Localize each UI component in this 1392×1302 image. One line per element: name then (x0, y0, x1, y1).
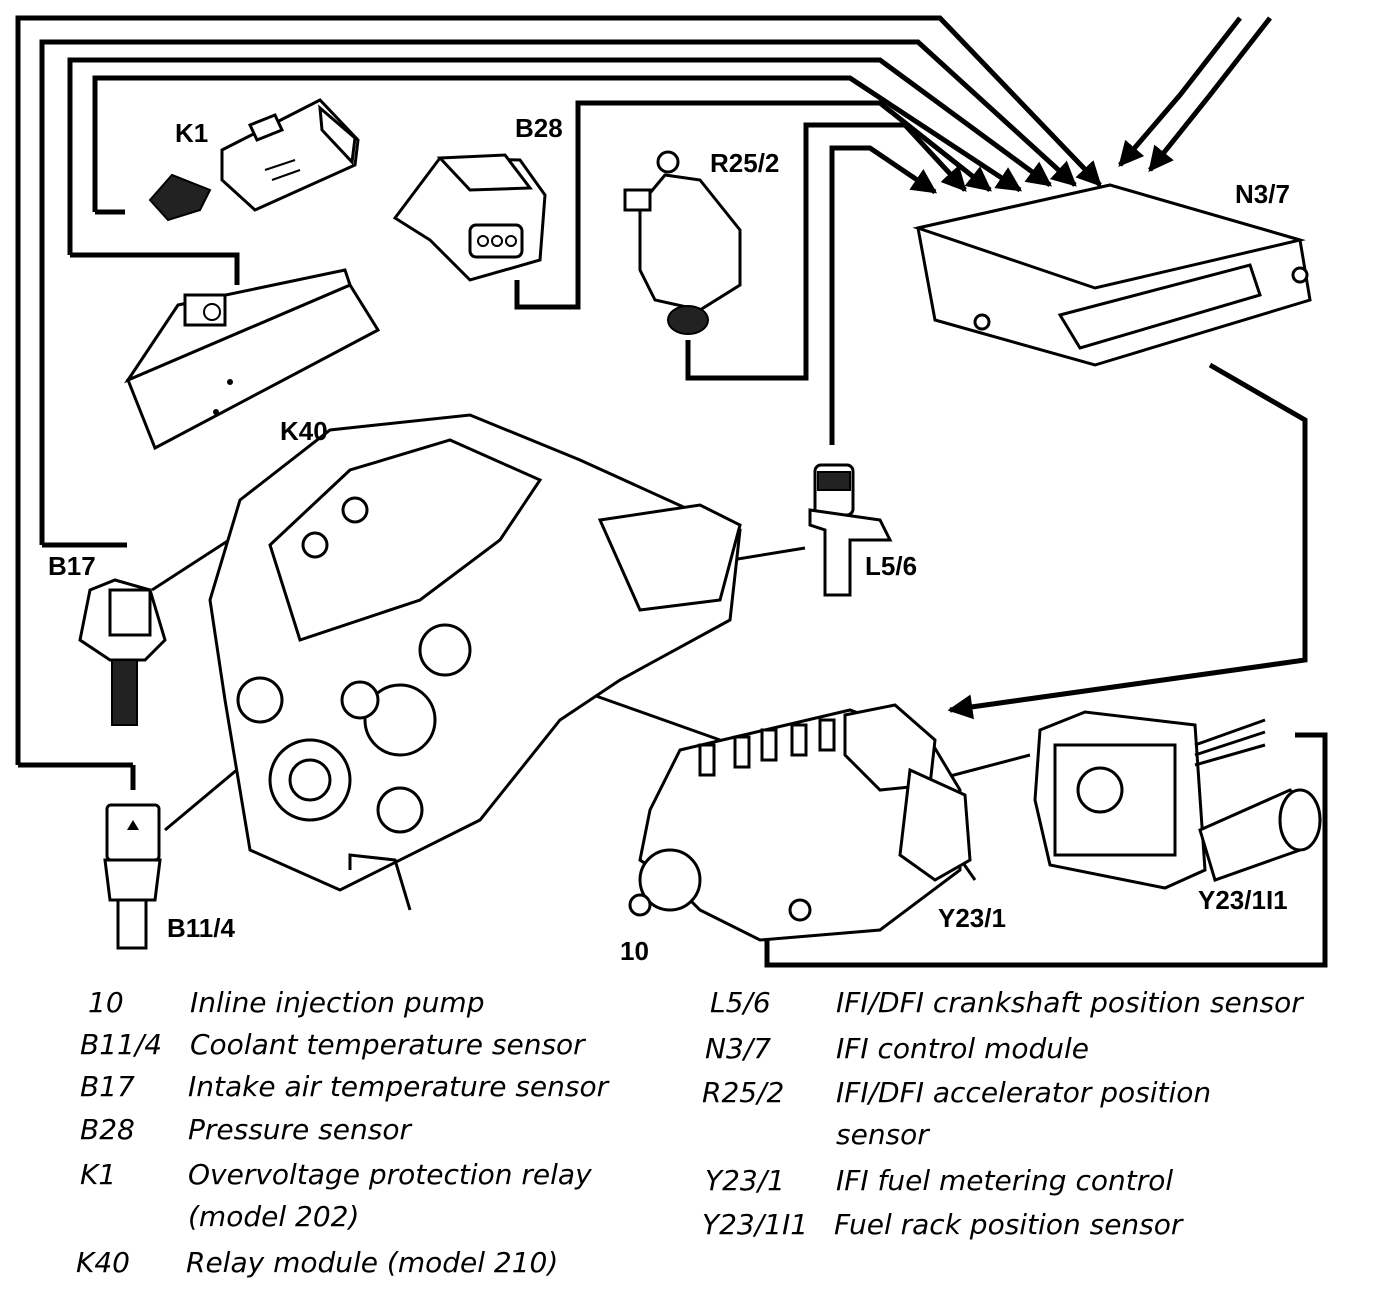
harness-wires (15, 15, 1328, 968)
injection-pump (628, 703, 972, 942)
b28-pressure-sensor (392, 153, 547, 282)
legend-code: R25/2 (702, 1076, 785, 1109)
label-k1: K1 (175, 118, 208, 148)
r25-2-accelerator-sensor (623, 150, 742, 335)
legend-code: B17 (80, 1070, 135, 1103)
k1-relay (148, 98, 360, 222)
label-k40: K40 (280, 416, 328, 446)
label-b28: B28 (515, 113, 563, 143)
n3-7-control-module (912, 183, 1312, 367)
legend-desc: Coolant temperature sensor (190, 1028, 585, 1061)
legend-desc-cont: (model 202) (188, 1200, 360, 1233)
legend-code: B11/4 (80, 1028, 163, 1061)
legend-code: K1 (80, 1158, 117, 1191)
legend-code: N3/7 (705, 1032, 772, 1065)
legend-desc: Relay module (model 210) (186, 1246, 559, 1279)
label-l5-6: L5/6 (865, 551, 917, 581)
legend-code: B28 (80, 1113, 135, 1146)
legend-desc: IFI/DFI accelerator position (836, 1076, 1212, 1109)
label-b17: B17 (48, 551, 96, 581)
legend-desc: Inline injection pump (190, 986, 485, 1019)
b11-4-coolant-sensor (103, 803, 162, 950)
legend-code: K40 (76, 1246, 130, 1279)
legend: 10 Inline injection pump B11/4 Coolant t… (0, 978, 1392, 1298)
legend-desc-cont: sensor (836, 1118, 929, 1151)
engine-block (208, 413, 742, 911)
y23-1i1-fuel-rack-sensor (1033, 710, 1322, 890)
k40-relay-module (123, 268, 381, 451)
legend-desc: IFI fuel metering control (836, 1164, 1174, 1197)
legend-desc: Pressure sensor (188, 1113, 411, 1146)
legend-desc: Overvoltage protection relay (188, 1158, 592, 1191)
label-b11-4: B11/4 (167, 913, 235, 943)
legend-code: 10 (88, 986, 124, 1019)
legend-desc: IFI/DFI crankshaft position sensor (836, 986, 1303, 1019)
b17-intake-air-sensor (78, 578, 167, 726)
label-10: 10 (620, 936, 649, 966)
l5-6-crankshaft-sensor (808, 463, 893, 597)
legend-desc: Intake air temperature sensor (188, 1070, 609, 1103)
label-y23-1i1: Y23/1I1 (1198, 885, 1288, 915)
legend-desc: IFI control module (836, 1032, 1090, 1065)
legend-code: L5/6 (710, 986, 771, 1019)
legend-code: Y23/1I1 (702, 1208, 809, 1241)
label-n3-7: N3/7 (1235, 179, 1290, 209)
label-y23-1: Y23/1 (938, 903, 1006, 933)
label-r25-2: R25/2 (710, 148, 779, 178)
legend-code: Y23/1 (705, 1164, 785, 1197)
legend-desc: Fuel rack position sensor (834, 1208, 1183, 1241)
